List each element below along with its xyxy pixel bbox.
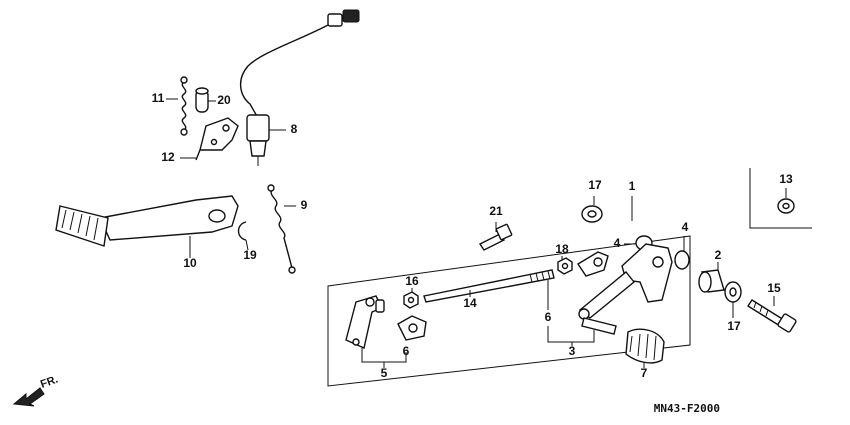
- callout-13: 13: [779, 172, 793, 186]
- assembly-box-outline: [327, 235, 691, 387]
- callout-8: 8: [291, 122, 298, 136]
- callout-10: 10: [183, 256, 197, 270]
- callout-15: 15: [767, 281, 781, 295]
- brake-pedal-10-part: [55, 195, 239, 247]
- bracket-lines-3: [547, 326, 595, 346]
- callout-12: 12: [161, 150, 175, 164]
- gearshift-arm-part: [578, 243, 673, 335]
- bracket-lines-5: [361, 348, 407, 368]
- callout-11: 11: [152, 91, 165, 105]
- callout-5: 5: [381, 366, 388, 380]
- clip-19-part: [237, 221, 247, 241]
- stop-switch-part: [240, 9, 360, 166]
- bolt-21-part: [478, 223, 513, 251]
- callout-1: 1: [629, 179, 636, 193]
- callout-6-upper: 6: [545, 310, 552, 324]
- tie-rod-14-part: [423, 269, 555, 303]
- callout-14: 14: [463, 296, 477, 310]
- bolt-15-part: [747, 299, 797, 333]
- callout-3: 3: [569, 344, 576, 358]
- callout-9: 9: [301, 198, 308, 212]
- callout-6-lower: 6: [403, 344, 410, 358]
- inset-box-outline: [749, 168, 812, 229]
- joint-6-lower-part: [397, 315, 427, 341]
- o-ring-4b-part: [674, 250, 690, 270]
- spring-9-part: [267, 184, 296, 274]
- collar-2-part: [698, 269, 725, 293]
- callout-18: 18: [555, 242, 569, 256]
- washer-17-lower-part: [724, 281, 742, 303]
- callout-17-lower: 17: [727, 319, 741, 333]
- callout-16: 16: [405, 274, 419, 288]
- callout-20: 20: [217, 93, 231, 107]
- callout-2: 2: [715, 248, 722, 262]
- pedal-rubber-7-part: [625, 328, 665, 364]
- callout-7: 7: [641, 366, 648, 380]
- front-direction-label: FR.: [39, 373, 60, 390]
- spring-11-part: [180, 76, 188, 136]
- washer-13-part: [777, 198, 795, 214]
- callout-4-left: 4: [614, 236, 621, 250]
- callout-4-right: 4: [682, 220, 689, 234]
- diagram-code: MN43-F2000: [654, 402, 720, 415]
- washer-17-upper-part: [581, 205, 603, 223]
- bracket-12-part: [195, 117, 239, 161]
- callout-19: 19: [243, 248, 257, 262]
- nut-16-part: [403, 291, 419, 309]
- arm-5-part: [345, 295, 385, 349]
- collar-20-part: [195, 87, 209, 113]
- joint-6-upper-part: [577, 251, 609, 277]
- front-direction-arrow: FR.: [12, 373, 60, 407]
- callout-17-upper: 17: [588, 178, 602, 192]
- nut-18-part: [557, 257, 573, 275]
- callout-21: 21: [489, 204, 503, 218]
